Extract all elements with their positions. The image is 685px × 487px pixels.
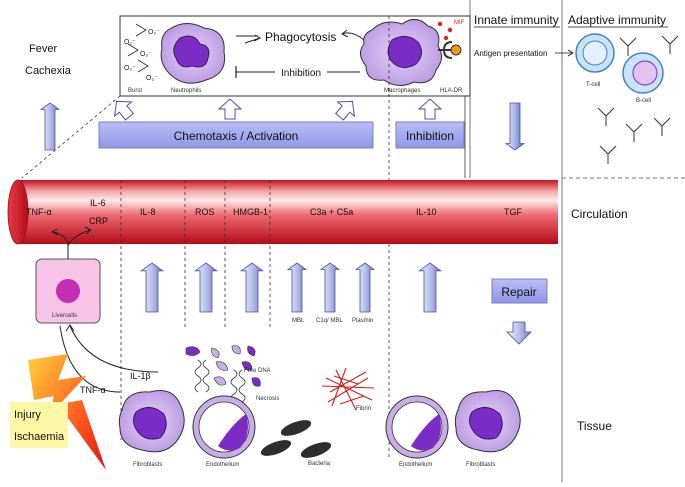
segment-hmgb1: HMGB-1 (233, 207, 268, 217)
chemotaxis-band (98, 121, 374, 149)
fever-label: Fever (29, 43, 57, 55)
mif-dots-icon (437, 21, 453, 41)
bacteria-label: Bacteria (308, 461, 331, 467)
fever-arrow (39, 102, 61, 151)
o2-label-1: O₂⁻ (148, 29, 160, 36)
hla-dr-receptor-icon (438, 41, 462, 59)
repair-band (491, 278, 548, 304)
inhibition-band (395, 121, 465, 149)
mbl-label: MBL (292, 318, 305, 324)
o2-label-2: O₂⁻ (124, 39, 136, 46)
neutrophil-icon (160, 23, 226, 84)
segment-tgf: TGF (504, 207, 522, 217)
chemotaxis-arrow-left (113, 100, 134, 121)
fibrin-icon (321, 367, 375, 411)
hladr-label: HLA-DR (440, 88, 463, 94)
tissue-label: Tissue (577, 419, 612, 433)
injury-label-bg (10, 402, 68, 448)
b-cell-label: B-cell (636, 98, 651, 104)
segment-il10: IL-10 (416, 207, 437, 217)
inhibition-band-label: Inhibition (406, 129, 454, 143)
t-cell-icon (575, 33, 615, 73)
hmgb1-arrow (239, 262, 265, 313)
circulation-label: Circulation (571, 207, 628, 221)
il8-arrow (139, 262, 165, 313)
il1b-label: IL-1β (130, 371, 151, 381)
fibroblast-icon-right (454, 390, 521, 453)
tnf-tissue-label: TNF-α (80, 385, 106, 395)
il1b-to-liver-arrow (69, 325, 159, 373)
oxidative-burst (127, 23, 149, 73)
chemotaxis-label: Chemotaxis / Activation (174, 129, 299, 143)
vessel-separators (120, 180, 271, 440)
plasmin-label: Plasmin (352, 318, 373, 324)
cachexia-label: Cachexia (25, 65, 72, 77)
t-cell-label: T-cell (586, 82, 600, 88)
adaptive-title: Adaptive immunity (568, 13, 666, 27)
mif-label: MIF (454, 20, 465, 26)
inhibition-arrow (417, 98, 443, 120)
endothelium-icon-right (385, 395, 449, 459)
c1q-arrow (319, 262, 341, 313)
macrophages-label: Macrophages (384, 88, 420, 94)
innate-title: Innate immunity (474, 13, 559, 27)
macrophage-icon (360, 19, 442, 86)
inhibition-top-label: Inhibition (281, 68, 321, 79)
antibody-icons (597, 35, 679, 164)
burst-label: Burst (128, 88, 142, 94)
ros-arrow (193, 262, 219, 313)
chemotaxis-arrow-center (217, 98, 243, 120)
antigen-presentation-label: Antigen presentation (474, 49, 547, 58)
repair-label: Repair (501, 285, 536, 299)
endothelium-left-label: Endothelium (206, 462, 239, 468)
free-dna-label: Free DNA (244, 368, 271, 374)
crp-label: CRP (89, 216, 108, 226)
il10-arrow (417, 262, 443, 313)
neutrophils-label: Neutrophils (171, 88, 201, 94)
endothelium-icon-left (192, 395, 256, 459)
innate-down-arrow (504, 102, 526, 151)
o2-label-4: O₂⁻ (124, 65, 136, 72)
blood-vessel (7, 179, 558, 245)
plasmin-arrow (354, 262, 376, 313)
o2-label-3: O₂⁻ (140, 51, 152, 58)
signal-arrows (39, 98, 532, 345)
tnf-alpha-label: TNF-α (26, 207, 52, 217)
b-cell-icon (622, 52, 664, 94)
il6-label: IL-6 (90, 198, 106, 208)
necrosis-label: Necrosis (256, 396, 279, 402)
ischaemia-label: Ischaemia (14, 431, 65, 443)
bacteria-icon (260, 420, 332, 458)
chemotaxis-arrow-right (335, 100, 356, 121)
endothelium-right-label: Endothelium (399, 462, 432, 468)
fibroblasts-right-label: Fibroblasts (466, 462, 495, 468)
phagocytosis-arrow-right (341, 32, 365, 41)
mbl-arrow (286, 262, 308, 313)
c1q-mbl-label: C1q/ MBL (316, 318, 343, 324)
dna-helix-icon (194, 359, 246, 403)
fibroblast-icon-left (118, 390, 185, 453)
liver-cell-icon (35, 258, 101, 324)
liver-to-crp-arrow (67, 229, 91, 247)
fibroblasts-left-label: Fibroblasts (133, 462, 162, 468)
phagocytosis-label: Phagocytosis (265, 30, 336, 44)
fibrin-label: Fibrin (356, 406, 371, 412)
injury-label: Injury (14, 409, 41, 421)
o2-label-5: O₂⁻ (146, 75, 158, 82)
segment-ros: ROS (195, 207, 215, 217)
segment-c3a-c5a: C3a + C5a (310, 207, 353, 217)
tnf-to-liver-arrow (59, 325, 121, 393)
necrosis-icon (185, 345, 261, 387)
repair-down-arrow (506, 321, 532, 345)
segment-il8: IL-8 (140, 207, 156, 217)
liver-cells-label: Livercells (52, 313, 77, 319)
